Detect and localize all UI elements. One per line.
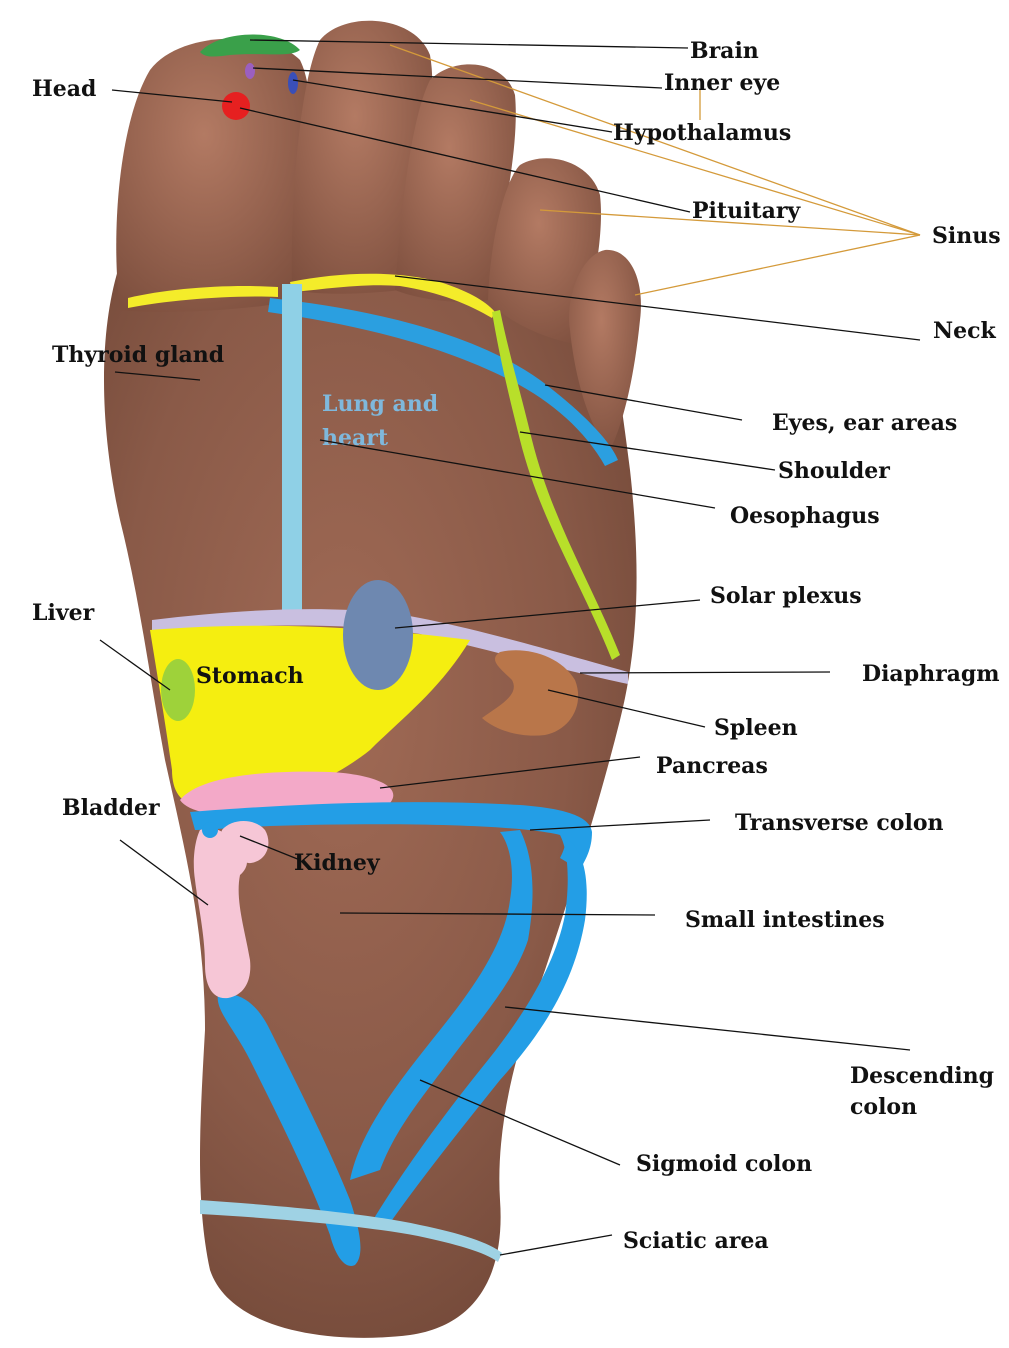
head-zone	[222, 92, 250, 120]
shoulder-label: Shoulder	[778, 458, 890, 484]
solar-plexus-label: Solar plexus	[710, 583, 862, 609]
lung-heart-label-line1: Lung and	[322, 391, 438, 417]
pancreas-label: Pancreas	[656, 753, 768, 779]
neck-label: Neck	[933, 318, 997, 344]
stomach-label: Stomach	[196, 663, 304, 689]
oesophagus-label: Oesophagus	[730, 503, 880, 529]
big-toe	[116, 39, 311, 312]
descending-colon-label-line1: Descending	[850, 1063, 994, 1089]
sigmoid-colon-label: Sigmoid colon	[636, 1151, 812, 1177]
ureter-dot	[202, 822, 218, 838]
kidney-label: Kidney	[294, 850, 381, 876]
lung-heart-zone	[282, 284, 302, 614]
diaphragm-label: Diaphragm	[862, 661, 1000, 687]
liver-zone	[161, 659, 195, 721]
brain-zone	[200, 34, 300, 56]
liver-label: Liver	[32, 600, 95, 626]
hypothalamus-label: Hypothalamus	[613, 120, 791, 146]
eyes-ear-areas-label: Eyes, ear areas	[772, 410, 957, 436]
sinus-label: Sinus	[932, 223, 1001, 249]
pituitary-label: Pituitary	[692, 198, 801, 224]
inner-eye-label: Inner eye	[664, 70, 780, 96]
brain-label: Brain	[690, 38, 759, 64]
solar-plexus-zone	[343, 580, 413, 690]
transverse-colon-label: Transverse colon	[735, 810, 944, 836]
lung-heart-label-line2: heart	[322, 425, 389, 451]
thyroid-gland-label: Thyroid gland	[52, 342, 224, 368]
sciatic-area-label: Sciatic area	[623, 1228, 769, 1254]
inner-eye-zone	[245, 63, 255, 79]
descending-colon-label-line2: colon	[850, 1094, 917, 1120]
bladder-label: Bladder	[62, 795, 160, 821]
spleen-label: Spleen	[714, 715, 798, 741]
head-label: Head	[32, 76, 96, 102]
hypothalamus-zone	[288, 72, 298, 94]
small-intestines-label: Small intestines	[685, 907, 885, 933]
